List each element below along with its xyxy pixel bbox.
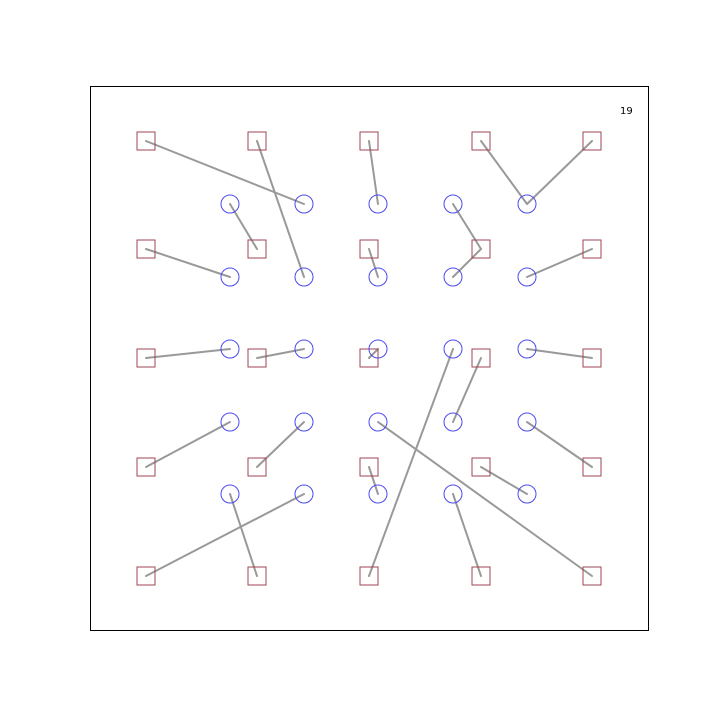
- link-s-4-1-to-c-4-1: [526, 248, 593, 278]
- square-node-s-3-4: [471, 566, 491, 586]
- circle-node-c-3-3: [443, 412, 463, 432]
- link-s-2-2-to-c-2-2: [368, 348, 379, 359]
- square-node-s-3-1: [471, 239, 491, 259]
- links-layer: [145, 140, 593, 577]
- square-node-s-1-4: [247, 566, 267, 586]
- square-node-s-3-2: [471, 348, 491, 368]
- link-s-1-4-to-c-0-4: [229, 493, 258, 577]
- link-s-0-3-to-c-0-3: [145, 421, 231, 468]
- circle-node-c-0-3: [220, 412, 240, 432]
- link-s-3-3-to-c-4-4: [480, 466, 528, 495]
- square-node-s-4-4: [582, 566, 602, 586]
- square-node-s-1-3: [247, 457, 267, 477]
- circle-node-c-2-4: [368, 484, 388, 504]
- circle-node-c-4-1: [517, 267, 537, 287]
- circle-node-c-0-1: [220, 267, 240, 287]
- link-s-2-1-to-c-2-1: [368, 248, 379, 278]
- circle-node-c-0-4: [220, 484, 240, 504]
- link-s-0-4-to-c-1-4: [145, 493, 305, 577]
- square-node-s-0-0: [136, 131, 156, 151]
- circle-node-c-1-1: [294, 267, 314, 287]
- circle-node-c-3-2: [443, 339, 463, 359]
- circles-layer: [220, 194, 537, 504]
- link-s-0-1-to-c-0-1: [145, 248, 231, 278]
- circle-node-c-4-4: [517, 484, 537, 504]
- link-s-3-1-to-c-3-1: [452, 248, 482, 278]
- circle-node-c-0-2: [220, 339, 240, 359]
- link-s-3-4-to-c-3-4: [452, 493, 482, 577]
- link-s-2-4-to-c-3-2: [368, 348, 454, 577]
- square-node-s-1-1: [247, 239, 267, 259]
- circle-node-c-4-3: [517, 412, 537, 432]
- circle-node-c-3-4: [443, 484, 463, 504]
- square-node-s-2-4: [359, 566, 379, 586]
- square-node-s-1-0: [247, 131, 267, 151]
- square-node-s-3-3: [471, 457, 491, 477]
- link-s-4-0-to-c-4-0: [526, 140, 593, 205]
- diagram-label: 19: [620, 106, 633, 117]
- link-s-4-3-to-c-4-3: [526, 421, 593, 468]
- square-node-s-0-3: [136, 457, 156, 477]
- square-node-s-4-2: [582, 348, 602, 368]
- square-node-s-1-2: [247, 348, 267, 368]
- circle-node-c-1-0: [294, 194, 314, 214]
- circle-node-c-2-2: [368, 339, 388, 359]
- circle-node-c-2-3: [368, 412, 388, 432]
- link-s-1-0-to-c-1-1: [256, 140, 305, 278]
- link-s-2-3-to-c-2-4: [368, 466, 379, 495]
- square-node-s-2-1: [359, 239, 379, 259]
- link-s-4-4-to-c-2-3: [377, 421, 593, 577]
- circle-node-c-1-4: [294, 484, 314, 504]
- link-s-0-0-to-c-1-0: [145, 140, 305, 205]
- circle-node-c-3-1: [443, 267, 463, 287]
- circle-node-c-3-0: [443, 194, 463, 214]
- link-s-3-0-to-c-4-0: [480, 140, 528, 205]
- link-s-3-2-to-c-3-3: [452, 357, 482, 423]
- link-s-2-0-to-c-2-0: [368, 140, 379, 205]
- square-node-s-4-3: [582, 457, 602, 477]
- link-s-1-1-to-c-0-0: [229, 203, 258, 250]
- square-node-s-0-4: [136, 566, 156, 586]
- circle-node-c-4-2: [517, 339, 537, 359]
- square-node-s-0-2: [136, 348, 156, 368]
- square-node-s-2-0: [359, 131, 379, 151]
- circle-node-c-0-0: [220, 194, 240, 214]
- link-s-0-2-to-c-0-2: [145, 348, 231, 359]
- circle-node-c-1-2: [294, 339, 314, 359]
- square-node-s-4-0: [582, 131, 602, 151]
- squares-layer: [136, 131, 602, 586]
- circle-node-c-1-3: [294, 412, 314, 432]
- square-node-s-3-0: [471, 131, 491, 151]
- square-node-s-0-1: [136, 239, 156, 259]
- link-s-1-3-to-c-1-3: [256, 421, 305, 468]
- circle-node-c-2-0: [368, 194, 388, 214]
- plot-frame: [90, 86, 649, 631]
- link-s-4-2-to-c-4-2: [526, 348, 593, 359]
- square-node-s-4-1: [582, 239, 602, 259]
- circle-node-c-4-0: [517, 194, 537, 214]
- circle-node-c-2-1: [368, 267, 388, 287]
- square-node-s-2-3: [359, 457, 379, 477]
- link-s-1-2-to-c-1-2: [256, 348, 305, 359]
- link-s-3-1-to-c-3-0: [452, 203, 482, 250]
